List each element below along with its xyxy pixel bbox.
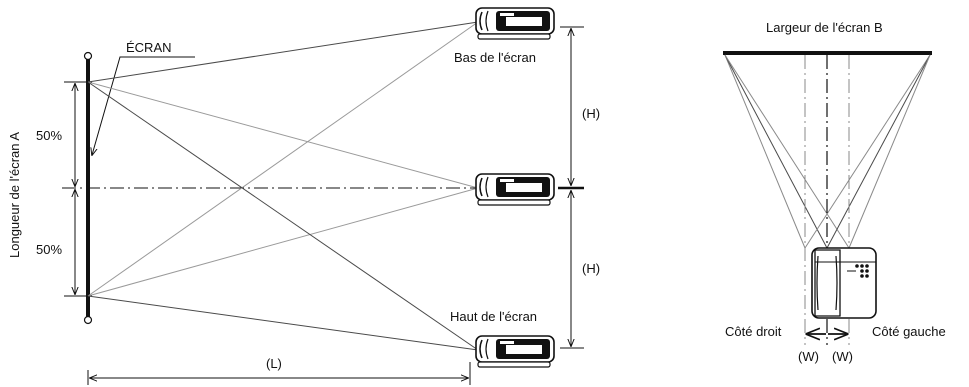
w-right-label: (W) <box>798 349 819 364</box>
screen-length-label: Longueur de l'écran A <box>7 132 22 258</box>
right-side-label: Côté droit <box>725 324 782 339</box>
projection-rays <box>87 21 479 351</box>
screen-bottom-endpoint <box>83 315 93 325</box>
projector-bottom-label: Haut de l'écran <box>450 309 537 324</box>
right-diagram: Largeur de l'écran B <box>723 20 946 364</box>
l-label: (L) <box>266 356 282 371</box>
left-side-label: Côté gauche <box>872 324 946 339</box>
upper-half-percent: 50% <box>36 128 62 143</box>
w-left-label: (W) <box>832 349 853 364</box>
projector-top-view <box>811 247 877 319</box>
left-diagram: ÉCRAN Longueur de l'écran A 50% 50% Bas … <box>7 7 600 385</box>
lower-half-percent: 50% <box>36 242 62 257</box>
top-view-rays <box>724 54 931 249</box>
screen-label-leader <box>92 56 195 155</box>
projector-top <box>475 7 555 40</box>
screen-label: ÉCRAN <box>126 40 172 55</box>
projector-middle <box>475 173 555 206</box>
h-upper-label: (H) <box>582 106 600 121</box>
screen-width-label: Largeur de l'écran B <box>766 20 883 35</box>
screen-top-endpoint <box>83 51 93 61</box>
projector-top-label: Bas de l'écran <box>454 50 536 65</box>
h-lower-label: (H) <box>582 261 600 276</box>
projector-bottom <box>475 335 555 368</box>
